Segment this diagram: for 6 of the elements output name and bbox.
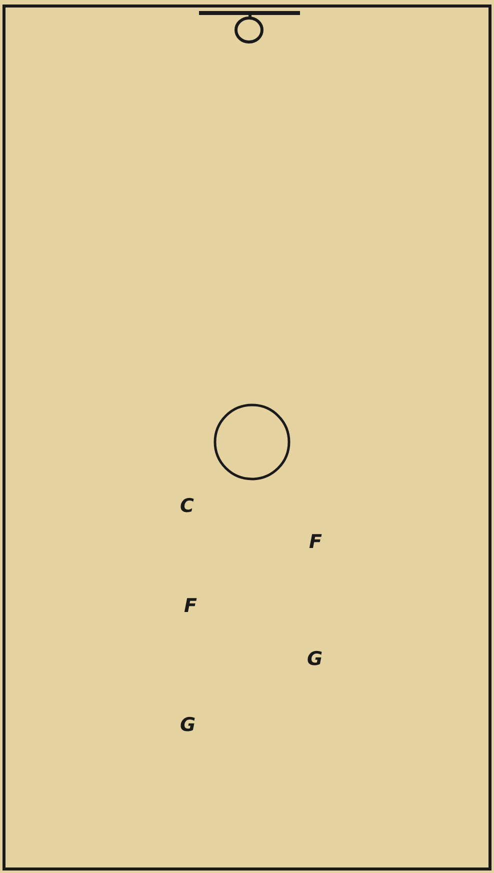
circle-outline <box>213 403 291 481</box>
letter-label: C <box>180 497 194 516</box>
letter-label: F <box>184 597 197 616</box>
letter-label: G <box>180 716 196 735</box>
letter-label: F <box>309 533 322 552</box>
letter-label: G <box>307 650 323 669</box>
